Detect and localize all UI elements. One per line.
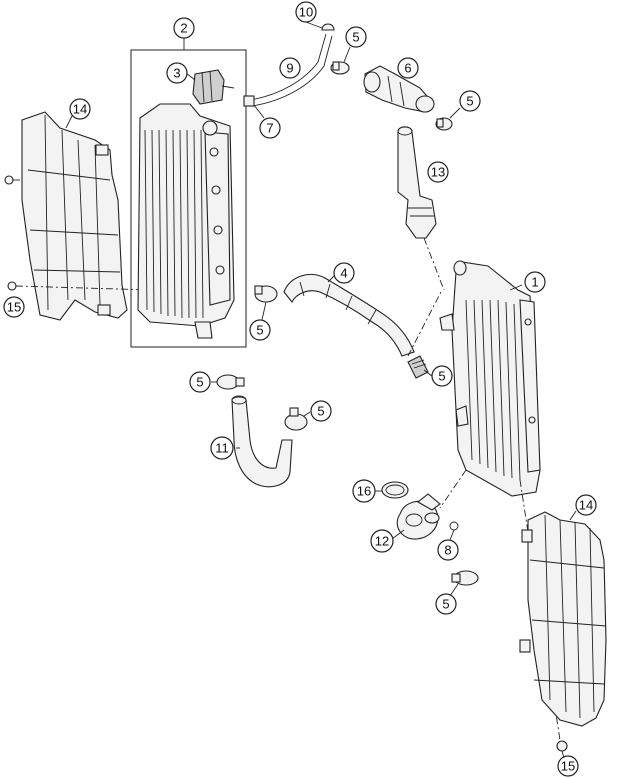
- callout-5-b: 5: [459, 90, 481, 112]
- radiator-1-leader: [509, 284, 523, 291]
- callout-6: 6: [397, 57, 419, 79]
- callout-7: 7: [259, 117, 281, 139]
- right-screw-bottom: [556, 740, 568, 752]
- callout-10: 10: [295, 1, 317, 23]
- svg-text:13: 13: [431, 165, 445, 180]
- svg-text:16: 16: [357, 484, 371, 499]
- clamp-upper-right-leader: [449, 107, 461, 119]
- radiator-assembly-group-box: [130, 49, 247, 348]
- left-radiator: [137, 103, 235, 339]
- vent-hose: [243, 23, 335, 107]
- svg-text:14: 14: [73, 102, 87, 117]
- clamp-lower: [451, 570, 479, 586]
- clamp-hose-12: [424, 512, 440, 524]
- thermostat-housing: [363, 65, 435, 113]
- callout-9: 9: [279, 57, 301, 79]
- svg-text:5: 5: [352, 30, 359, 45]
- svg-text:4: 4: [340, 266, 347, 281]
- callout-5-e: 5: [189, 371, 211, 393]
- callout-13: 13: [427, 161, 449, 183]
- svg-text:3: 3: [173, 66, 180, 81]
- svg-text:5: 5: [442, 597, 449, 612]
- svg-text:8: 8: [444, 543, 451, 558]
- radiator-hose-13: [397, 126, 437, 239]
- dash-radiator-to-12: [439, 469, 467, 509]
- hose-12-leader: [391, 529, 405, 540]
- left-screw-upper: [4, 175, 20, 185]
- o-ring-8: [449, 521, 459, 531]
- callout-3: 3: [166, 62, 188, 84]
- clamp-hose-11-right: [284, 407, 308, 431]
- callout-1: 1: [524, 271, 546, 293]
- callout-14-left: 14: [69, 98, 91, 120]
- callout-5-g: 5: [435, 593, 457, 615]
- svg-text:10: 10: [299, 5, 313, 20]
- hose-4-leader: [327, 275, 335, 283]
- clamp-hose-11-top: [216, 374, 245, 390]
- svg-text:12: 12: [375, 534, 389, 549]
- callout-8: 8: [437, 539, 459, 561]
- shroud-14-left-leader: [65, 115, 73, 129]
- clamp-16: [381, 481, 409, 499]
- callout-12: 12: [370, 529, 394, 553]
- svg-text:9: 9: [286, 61, 293, 76]
- dash-13-to-radiator: [423, 237, 445, 291]
- dash-4-to-radiator: [407, 289, 443, 357]
- clamp-hose-4: [254, 285, 278, 303]
- svg-text:2: 2: [180, 21, 187, 36]
- callout-5-c: 5: [249, 319, 271, 341]
- callout-5-a: 5: [345, 26, 367, 48]
- svg-text:15: 15: [561, 759, 575, 774]
- svg-text:7: 7: [266, 121, 273, 136]
- o-ring-8-leader: [449, 529, 455, 541]
- callout-11: 11: [210, 436, 234, 460]
- right-radiator: [439, 260, 541, 497]
- callout-5-d: 5: [431, 365, 453, 387]
- hose-7-leader: [253, 104, 265, 119]
- callout-5-f: 5: [310, 400, 332, 422]
- svg-text:6: 6: [404, 61, 411, 76]
- clamp-right-small-leader: [423, 369, 433, 377]
- callout-15-right: 15: [557, 755, 579, 777]
- radiator-cap-part: [192, 69, 235, 105]
- svg-text:11: 11: [215, 441, 229, 456]
- shroud-14-right-leader: [569, 510, 577, 521]
- svg-text:5: 5: [196, 375, 203, 390]
- radiator-hose-12: [396, 493, 441, 540]
- radiator-hose-11: [231, 395, 293, 488]
- clamp-hose-4-leader: [261, 301, 267, 321]
- clamp-hose-11-right-leader: [303, 411, 311, 417]
- hose-10-leader: [305, 21, 323, 29]
- callout-2: 2: [173, 17, 195, 39]
- svg-text:1: 1: [531, 275, 538, 290]
- svg-text:5: 5: [466, 94, 473, 109]
- callout-14-right: 14: [575, 494, 597, 516]
- svg-text:14: 14: [579, 498, 593, 513]
- svg-text:15: 15: [7, 300, 21, 315]
- clamp-upper-right: [435, 117, 453, 131]
- clamp-upper-left-leader: [343, 46, 351, 63]
- svg-text:5: 5: [256, 323, 263, 338]
- svg-text:5: 5: [317, 404, 324, 419]
- clamp-right-small: [407, 355, 429, 379]
- clamp-lower-leader: [449, 583, 459, 597]
- clamp-upper-left: [330, 61, 350, 75]
- callout-16: 16: [352, 479, 376, 503]
- radiator-hose-4: [283, 274, 415, 357]
- right-radiator-shroud: [519, 511, 607, 727]
- callout-4: 4: [333, 262, 355, 284]
- callout-15-left: 15: [3, 296, 25, 318]
- svg-text:5: 5: [438, 369, 445, 384]
- left-radiator-shroud: [21, 111, 128, 321]
